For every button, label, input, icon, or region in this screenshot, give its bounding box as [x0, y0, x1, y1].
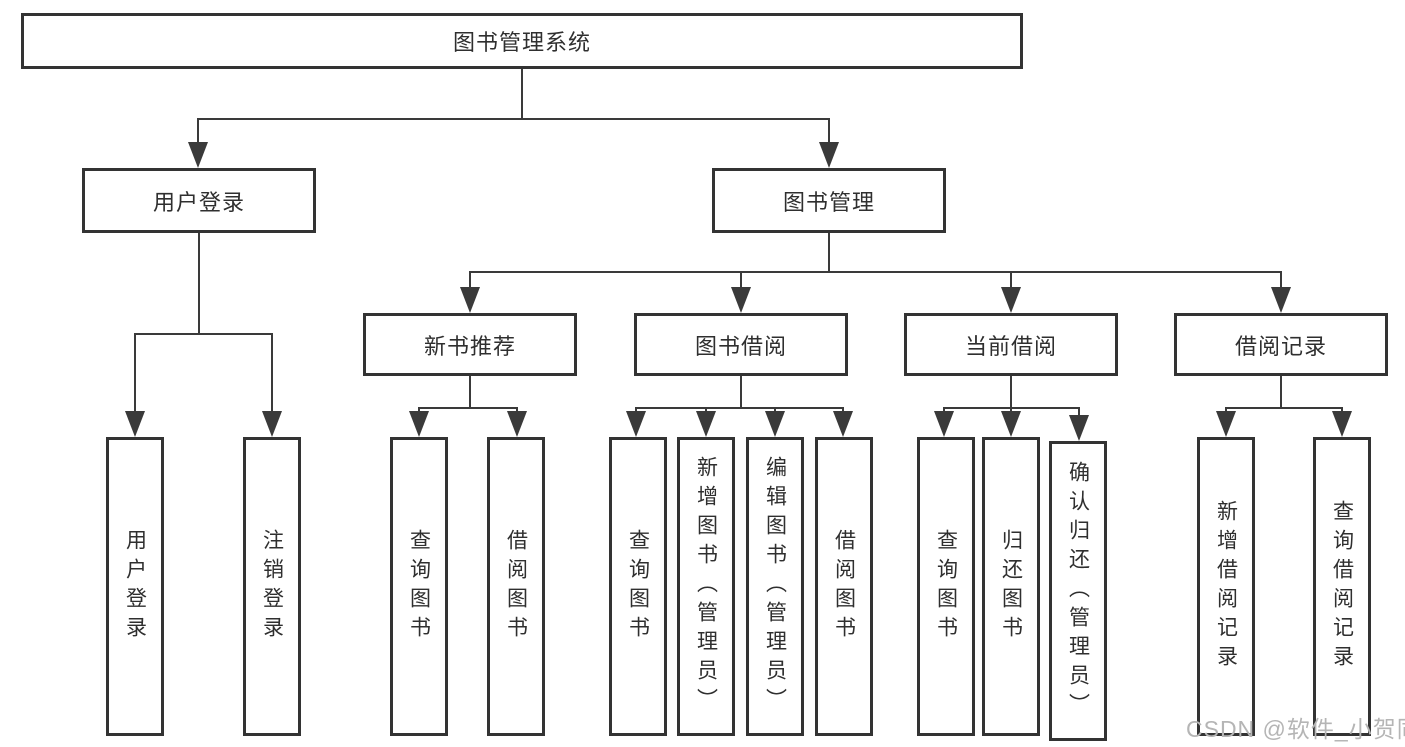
node-leaf-logout: 注销登录 — [243, 437, 301, 736]
connector-borrow-records-rail — [1225, 407, 1343, 409]
arrowhead-down-icon — [765, 411, 785, 437]
connector-level3-rail — [469, 271, 1282, 273]
node-leaf-return-books-label: 归还图书 — [999, 528, 1023, 645]
node-leaf-query-books-3: 查询图书 — [917, 437, 975, 736]
node-borrow-records-label: 借阅记录 — [1234, 333, 1327, 359]
connector-user-login-stem — [197, 118, 199, 146]
node-leaf-add-borrow-record: 新增借阅记录 — [1197, 437, 1255, 736]
connector-current-borrow-down — [1010, 376, 1012, 408]
connector-book-management-down — [828, 233, 830, 273]
arrowhead-down-icon — [507, 411, 527, 437]
arrowhead-down-icon — [1001, 287, 1021, 313]
connector-user-login-down — [198, 233, 200, 334]
node-leaf-user-login: 用户登录 — [106, 437, 164, 736]
node-user-login-label: 用户登录 — [152, 189, 245, 215]
arrowhead-down-icon — [460, 287, 480, 313]
node-leaf-add-books-admin-label: 新增图书（管理员） — [694, 456, 718, 717]
csdn-watermark: CSDN @软件_小贺同学 — [1186, 716, 1405, 742]
node-book-management: 图书管理 — [712, 168, 946, 233]
arrowhead-down-icon — [188, 142, 208, 168]
node-leaf-borrow-books-2: 借阅图书 — [815, 437, 873, 736]
node-leaf-edit-books-admin: 编辑图书（管理员） — [746, 437, 804, 736]
connector-borrow-records-down — [1280, 376, 1282, 408]
connector-new-book-stem — [469, 271, 471, 291]
arrowhead-down-icon — [1069, 415, 1089, 441]
node-leaf-query-books-1-label: 查询图书 — [407, 528, 431, 645]
node-leaf-borrow-books-1: 借阅图书 — [487, 437, 545, 736]
node-leaf-borrow-books-2-label: 借阅图书 — [832, 528, 856, 645]
connector-new-book-rail — [418, 407, 518, 409]
node-leaf-confirm-return-admin-label: 确认归还（管理员） — [1066, 460, 1090, 722]
connector-user-login-rail — [134, 333, 273, 335]
node-borrow-records: 借阅记录 — [1174, 313, 1388, 376]
node-leaf-query-books-2-label: 查询图书 — [626, 528, 650, 645]
arrowhead-down-icon — [819, 142, 839, 168]
node-leaf-logout-label: 注销登录 — [260, 528, 284, 645]
connector-borrow-records-stem — [1280, 271, 1282, 291]
connector-leaf-stem — [1078, 407, 1080, 415]
connector-leaf-user-login-stem — [134, 333, 136, 413]
node-leaf-edit-books-admin-label: 编辑图书（管理员） — [763, 456, 787, 717]
connector-book-borrow-down — [740, 376, 742, 408]
node-leaf-confirm-return-admin: 确认归还（管理员） — [1049, 441, 1107, 741]
node-leaf-add-books-admin: 新增图书（管理员） — [677, 437, 735, 736]
node-leaf-user-login-label: 用户登录 — [123, 528, 147, 645]
connector-leaf-logout-stem — [271, 333, 273, 413]
node-leaf-add-borrow-record-label: 新增借阅记录 — [1214, 499, 1238, 674]
arrowhead-down-icon — [1332, 411, 1352, 437]
node-leaf-query-borrow-record: 查询借阅记录 — [1313, 437, 1371, 736]
connector-root-stem — [521, 69, 523, 119]
node-leaf-borrow-books-1-label: 借阅图书 — [504, 528, 528, 645]
arrowhead-down-icon — [262, 411, 282, 437]
arrowhead-down-icon — [731, 287, 751, 313]
node-leaf-query-books-2: 查询图书 — [609, 437, 667, 736]
node-book-borrow-label: 图书借阅 — [694, 333, 787, 359]
connector-new-book-down — [469, 376, 471, 408]
arrowhead-down-icon — [1001, 411, 1021, 437]
arrowhead-down-icon — [626, 411, 646, 437]
node-leaf-query-borrow-record-label: 查询借阅记录 — [1330, 499, 1354, 674]
arrowhead-down-icon — [409, 411, 429, 437]
node-library-management-system-label: 图书管理系统 — [452, 30, 591, 55]
connector-book-borrow-rail — [635, 407, 844, 409]
connector-book-borrow-stem — [740, 271, 742, 291]
arrowhead-down-icon — [833, 411, 853, 437]
node-current-borrow-label: 当前借阅 — [964, 333, 1057, 359]
node-new-book-recommend-label: 新书推荐 — [423, 333, 516, 359]
node-book-borrow: 图书借阅 — [634, 313, 848, 376]
node-new-book-recommend: 新书推荐 — [363, 313, 577, 376]
node-leaf-return-books: 归还图书 — [982, 437, 1040, 736]
node-user-login: 用户登录 — [82, 168, 316, 233]
arrowhead-down-icon — [1271, 287, 1291, 313]
connector-book-management-stem — [828, 118, 830, 146]
connector-level2-rail — [197, 118, 830, 120]
node-book-management-label: 图书管理 — [782, 189, 875, 215]
node-leaf-query-books-1: 查询图书 — [390, 437, 448, 736]
arrowhead-down-icon — [1216, 411, 1236, 437]
node-leaf-query-books-3-label: 查询图书 — [934, 528, 958, 645]
node-current-borrow: 当前借阅 — [904, 313, 1118, 376]
arrowhead-down-icon — [125, 411, 145, 437]
arrowhead-down-icon — [934, 411, 954, 437]
node-library-management-system: 图书管理系统 — [21, 13, 1023, 69]
connector-current-borrow-stem — [1010, 271, 1012, 291]
arrowhead-down-icon — [696, 411, 716, 437]
